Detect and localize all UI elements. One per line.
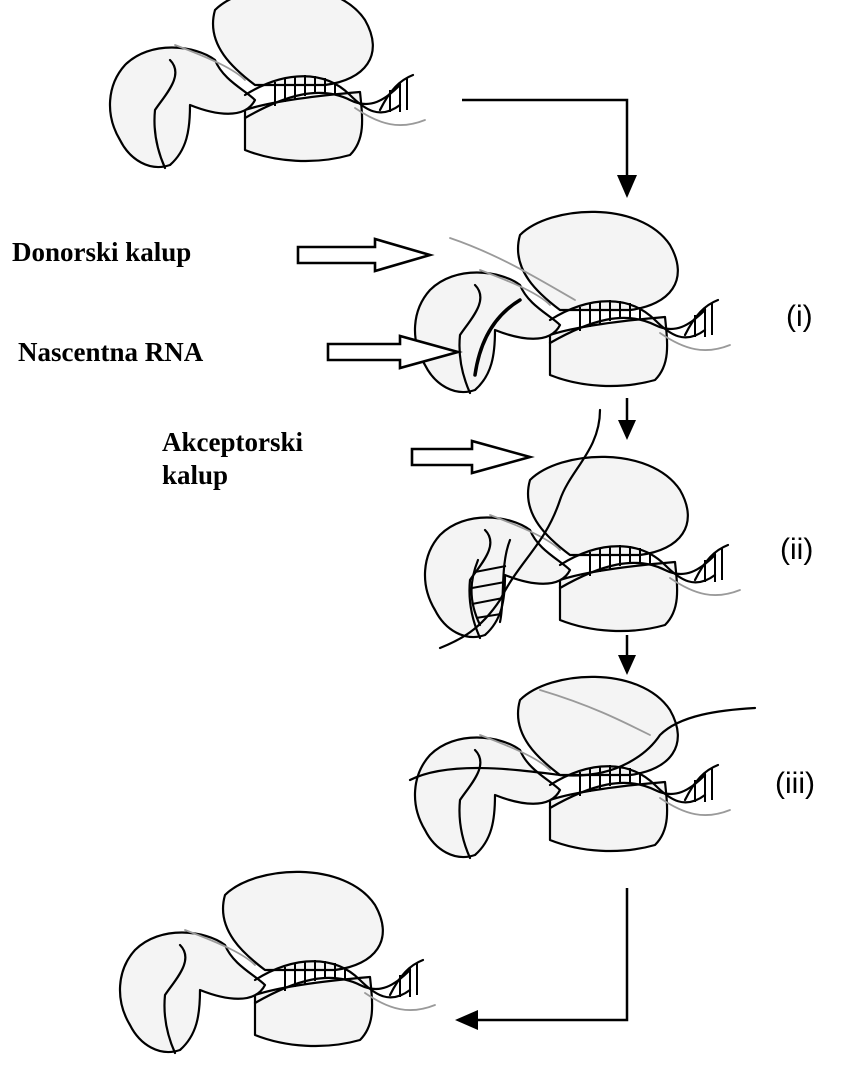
donor-template-label: Donorski kalup (12, 237, 191, 268)
flow-arrow-3 (618, 635, 636, 675)
step-i-label: (i) (786, 300, 813, 334)
donor-label-arrow (298, 239, 430, 271)
step-ii-label: (ii) (780, 533, 813, 567)
acceptor-template-label-line2: kalup (162, 460, 228, 491)
acceptor-label-arrow (412, 441, 530, 473)
complex-initial (110, 0, 425, 168)
acceptor-template-label-line1: Akceptorski (162, 427, 303, 458)
step-iii-label: (iii) (775, 767, 815, 801)
flow-arrow-4 (455, 888, 627, 1030)
complex-step-i (415, 212, 730, 393)
complex-step-iii (410, 677, 755, 858)
complex-final (120, 872, 435, 1053)
flow-arrow-1 (462, 100, 637, 198)
nascent-rna-label: Nascentna RNA (18, 337, 203, 368)
flow-arrow-2 (618, 398, 636, 440)
